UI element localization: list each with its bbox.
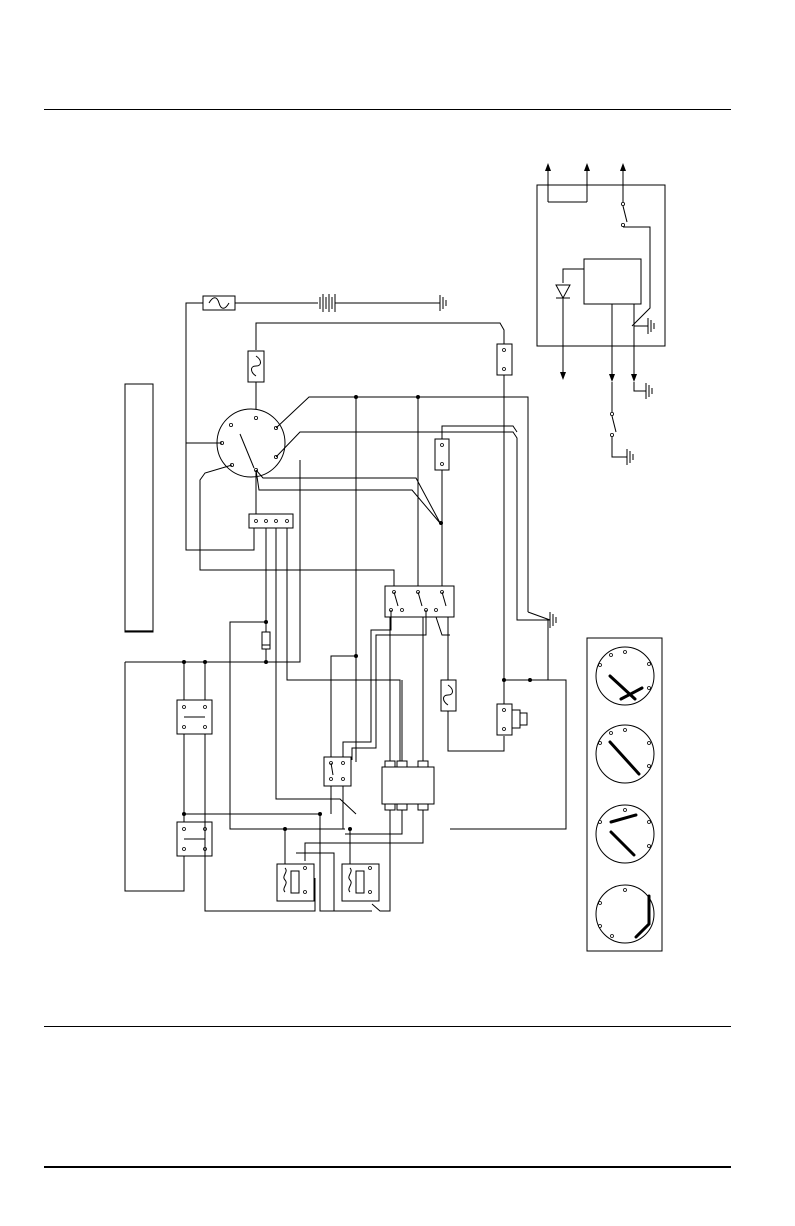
switch-position-dial — [596, 725, 654, 783]
relay-box — [177, 700, 212, 734]
main-fuse — [203, 296, 235, 310]
coil-relay — [277, 864, 314, 901]
switch-position-dial — [596, 647, 654, 705]
ground-symbol — [550, 612, 556, 628]
circuit-breaker — [248, 351, 264, 382]
relay-box — [177, 822, 212, 856]
control-module — [382, 761, 434, 810]
terminal-block — [249, 514, 293, 528]
resistor — [262, 632, 270, 649]
ground-symbol — [440, 295, 446, 311]
battery — [320, 294, 335, 312]
relay-box — [324, 757, 351, 786]
legend-panel — [125, 384, 153, 632]
circuit-breaker — [497, 344, 512, 375]
relay-bank — [385, 586, 454, 617]
circuit-breaker — [441, 680, 456, 711]
relay-box — [435, 439, 449, 470]
module-relay — [584, 259, 641, 304]
solenoid — [497, 704, 527, 735]
switch-position-chart — [587, 638, 662, 951]
switch-position-dial — [596, 885, 654, 943]
switch-position-dial — [596, 805, 654, 863]
ground-symbol — [627, 449, 633, 465]
coil-relay — [342, 864, 379, 901]
ground-symbol — [646, 383, 652, 399]
control-module-inset — [537, 163, 665, 465]
